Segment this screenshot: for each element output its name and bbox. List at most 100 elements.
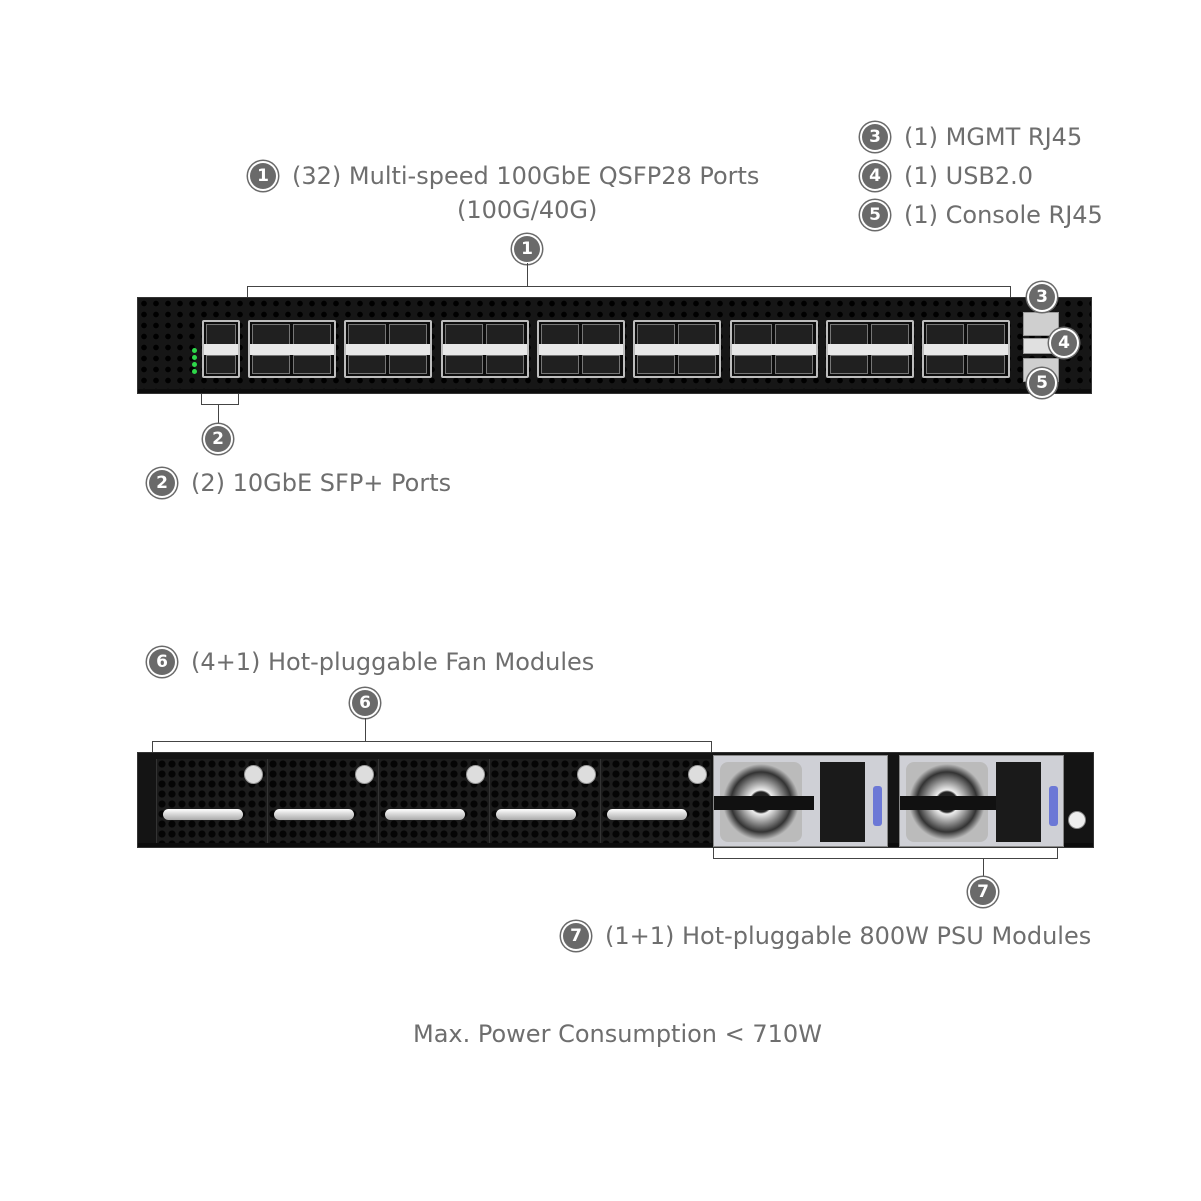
fan-handle[interactable] xyxy=(385,809,465,820)
qsfp28-port[interactable] xyxy=(678,324,717,346)
qsfp28-port[interactable] xyxy=(774,324,813,346)
qsfp28-port[interactable] xyxy=(348,355,387,374)
switch-front-panel xyxy=(137,297,1092,394)
qsfp28-port[interactable] xyxy=(678,355,717,374)
callout-1-label: 1 (32) Multi-speed 100GbE QSFP28 Ports xyxy=(250,162,759,190)
leader-line xyxy=(527,263,528,286)
port-label-tab xyxy=(204,344,238,355)
fan-module[interactable] xyxy=(156,759,267,843)
qsfp28-port[interactable] xyxy=(774,355,813,374)
qsfp28-port[interactable] xyxy=(967,355,1006,374)
callout-6-marker: 6 xyxy=(352,690,378,716)
psu-handle[interactable] xyxy=(714,796,814,810)
thumbscrew-icon[interactable] xyxy=(244,765,263,784)
qsfp28-port[interactable] xyxy=(926,355,965,374)
fan-module[interactable] xyxy=(489,759,600,843)
fan-module[interactable] xyxy=(600,759,711,843)
callout-text: (4+1) Hot-pluggable Fan Modules xyxy=(191,648,595,676)
callout-7-label: 7 (1+1) Hot-pluggable 800W PSU Modules xyxy=(563,922,1091,950)
psu-module-1[interactable] xyxy=(713,755,888,847)
qsfp28-port[interactable] xyxy=(926,324,965,346)
callout-text: (1) USB2.0 xyxy=(904,162,1034,190)
qsfp28-cage xyxy=(344,320,433,378)
psu-release-clip[interactable] xyxy=(1049,786,1058,826)
callout-4-label: 4 (1) USB2.0 xyxy=(862,162,1033,190)
fan-module[interactable] xyxy=(378,759,489,843)
qsfp28-port[interactable] xyxy=(293,324,331,346)
qsfp28-port[interactable] xyxy=(348,324,387,346)
callout-5-marker: 5 xyxy=(1029,370,1055,396)
callout-5-label: 5 (1) Console RJ45 xyxy=(862,201,1103,229)
qsfp28-port[interactable] xyxy=(252,324,290,346)
qsfp28-port[interactable] xyxy=(733,355,772,374)
qsfp28-port[interactable] xyxy=(967,324,1006,346)
callout-number: 7 xyxy=(563,923,589,949)
power-consumption-note: Max. Power Consumption < 710W xyxy=(413,1020,822,1048)
fan-handle[interactable] xyxy=(274,809,354,820)
callout-3-marker: 3 xyxy=(1029,284,1055,310)
sfp-bracket xyxy=(201,394,239,405)
callout-number: 5 xyxy=(862,202,888,228)
fan-module[interactable] xyxy=(267,759,378,843)
ground-screw-icon xyxy=(1068,811,1086,829)
port-label-tab xyxy=(924,344,1009,355)
thumbscrew-icon[interactable] xyxy=(466,765,485,784)
qsfp28-port[interactable] xyxy=(252,355,290,374)
callout-2-label: 2 (2) 10GbE SFP+ Ports xyxy=(149,469,451,497)
thumbscrew-icon[interactable] xyxy=(577,765,596,784)
thumbscrew-icon[interactable] xyxy=(688,765,707,784)
callout-number: 1 xyxy=(250,163,276,189)
psu-handle[interactable] xyxy=(900,796,1000,810)
sfp-cage xyxy=(202,320,240,378)
status-led xyxy=(192,355,197,360)
qsfp28-port[interactable] xyxy=(444,324,483,346)
qsfp28-port[interactable] xyxy=(389,355,428,374)
qsfp28-port[interactable] xyxy=(485,355,524,374)
qsfp28-port[interactable] xyxy=(829,324,868,346)
qsfp28-port[interactable] xyxy=(581,324,620,346)
callout-number: 6 xyxy=(149,649,175,675)
qsfp28-port[interactable] xyxy=(870,324,909,346)
switch-rear-panel xyxy=(137,752,1094,848)
qsfp28-port[interactable] xyxy=(733,324,772,346)
fan-bracket xyxy=(152,741,712,752)
callout-number: 4 xyxy=(862,163,888,189)
qsfp28-port[interactable] xyxy=(581,355,620,374)
port-label-tab xyxy=(731,344,816,355)
qsfp-bracket xyxy=(247,286,1011,297)
thumbscrew-icon[interactable] xyxy=(355,765,374,784)
callout-text: (32) Multi-speed 100GbE QSFP28 Ports xyxy=(292,162,760,190)
port-label-tab xyxy=(538,344,623,355)
fan-handle[interactable] xyxy=(163,809,243,820)
qsfp28-port[interactable] xyxy=(485,324,524,346)
power-inlet xyxy=(996,762,1041,842)
qsfp28-port[interactable] xyxy=(829,355,868,374)
qsfp28-port[interactable] xyxy=(637,324,676,346)
psu-bracket xyxy=(713,848,1058,859)
fan-handle[interactable] xyxy=(496,809,576,820)
qsfp28-port[interactable] xyxy=(637,355,676,374)
leader-line xyxy=(365,718,366,741)
callout-number: 3 xyxy=(862,124,888,150)
fan-handle[interactable] xyxy=(607,809,687,820)
qsfp28-cage xyxy=(633,320,722,378)
qsfp28-port[interactable] xyxy=(870,355,909,374)
port-label-tab xyxy=(442,344,527,355)
qsfp28-cage xyxy=(729,320,818,378)
psu-release-clip[interactable] xyxy=(873,786,882,826)
qsfp28-cage xyxy=(536,320,625,378)
qsfp28-port[interactable] xyxy=(444,355,483,374)
qsfp28-port[interactable] xyxy=(540,324,579,346)
mgmt-rj45-port[interactable] xyxy=(1023,312,1059,336)
qsfp28-port[interactable] xyxy=(293,355,331,374)
port-label-tab xyxy=(827,344,912,355)
qsfp28-port[interactable] xyxy=(540,355,579,374)
qsfp28-cage xyxy=(248,320,336,378)
qsfp28-port[interactable] xyxy=(389,324,428,346)
callout-7-marker: 7 xyxy=(970,879,996,905)
sfp-port-1[interactable] xyxy=(206,324,236,346)
psu-module-2[interactable] xyxy=(899,755,1064,847)
sfp-port-2[interactable] xyxy=(206,355,236,374)
callout-2-marker: 2 xyxy=(205,426,231,452)
